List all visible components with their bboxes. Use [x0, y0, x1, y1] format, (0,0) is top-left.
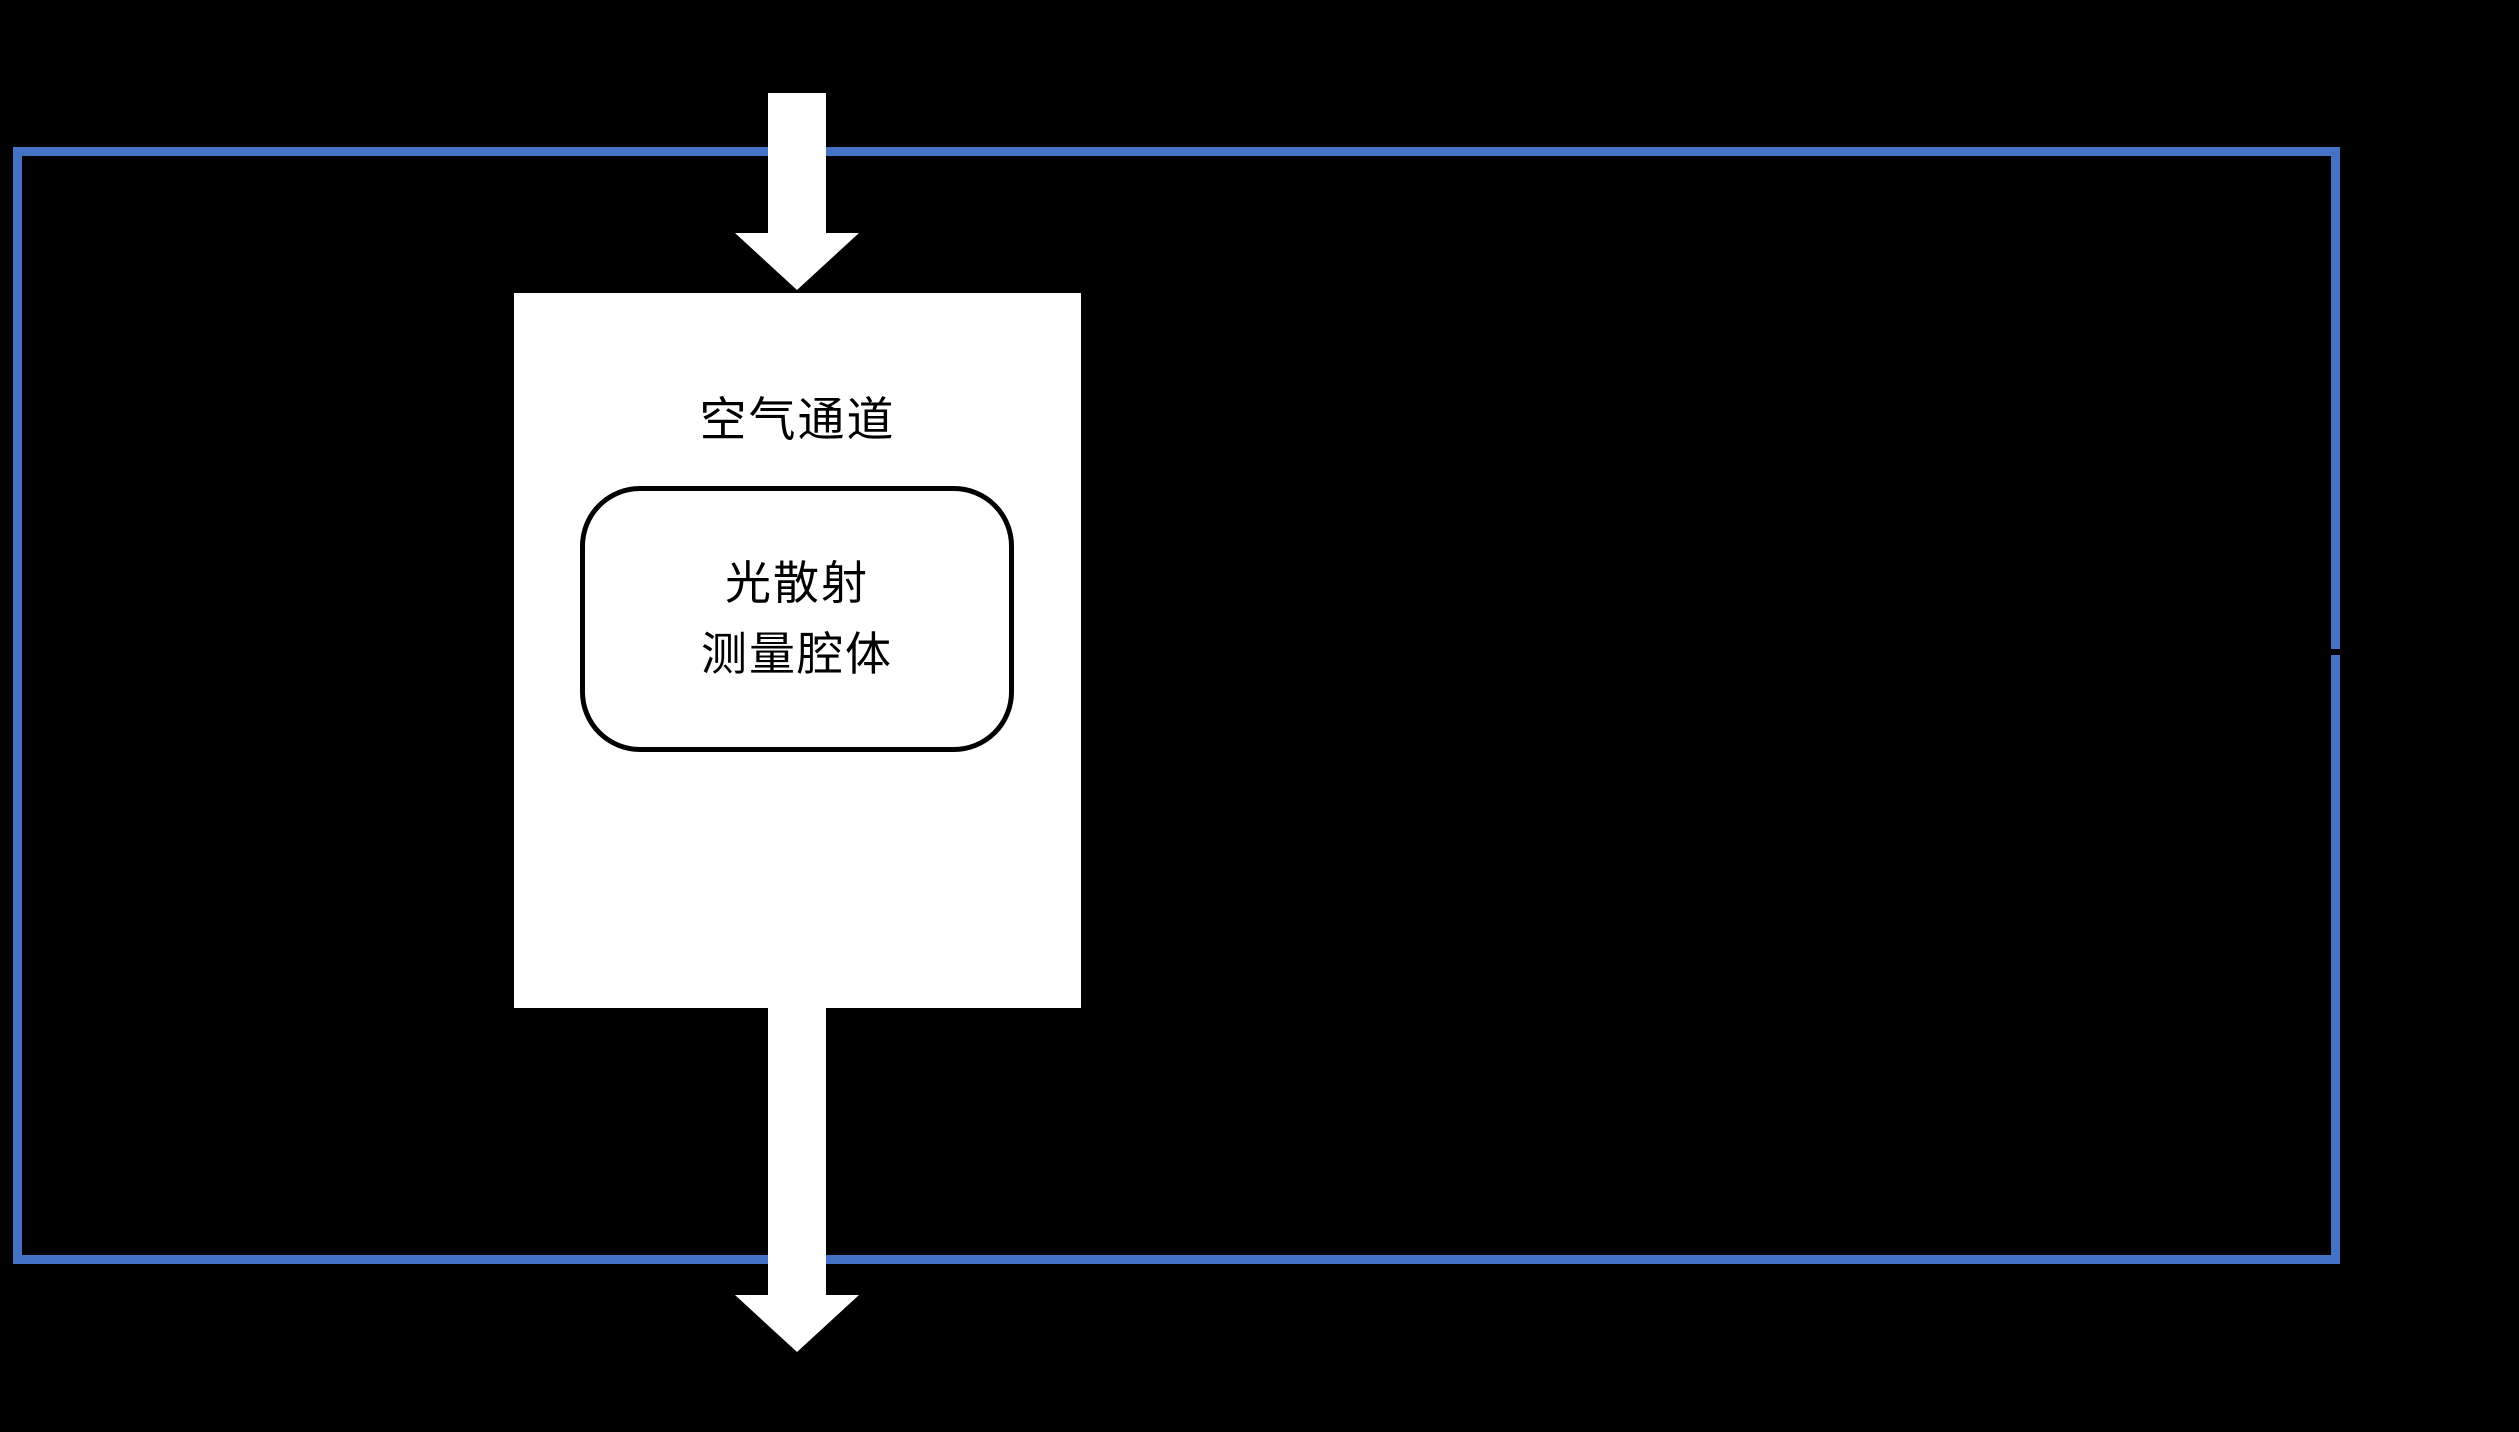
- right-edge-tick: [2323, 649, 2365, 655]
- sensor-enclosure-outline: [13, 147, 2340, 1264]
- cavity-label-line2: 测量腔体: [701, 627, 893, 681]
- air-channel-label: 空气通道: [699, 393, 896, 448]
- cavity-label-line1: 光散射: [725, 555, 869, 610]
- air-channel-box: 空气通道 光散射 测量腔体: [514, 293, 1081, 1008]
- light-scatter-cavity-box: 光散射 测量腔体: [580, 486, 1014, 752]
